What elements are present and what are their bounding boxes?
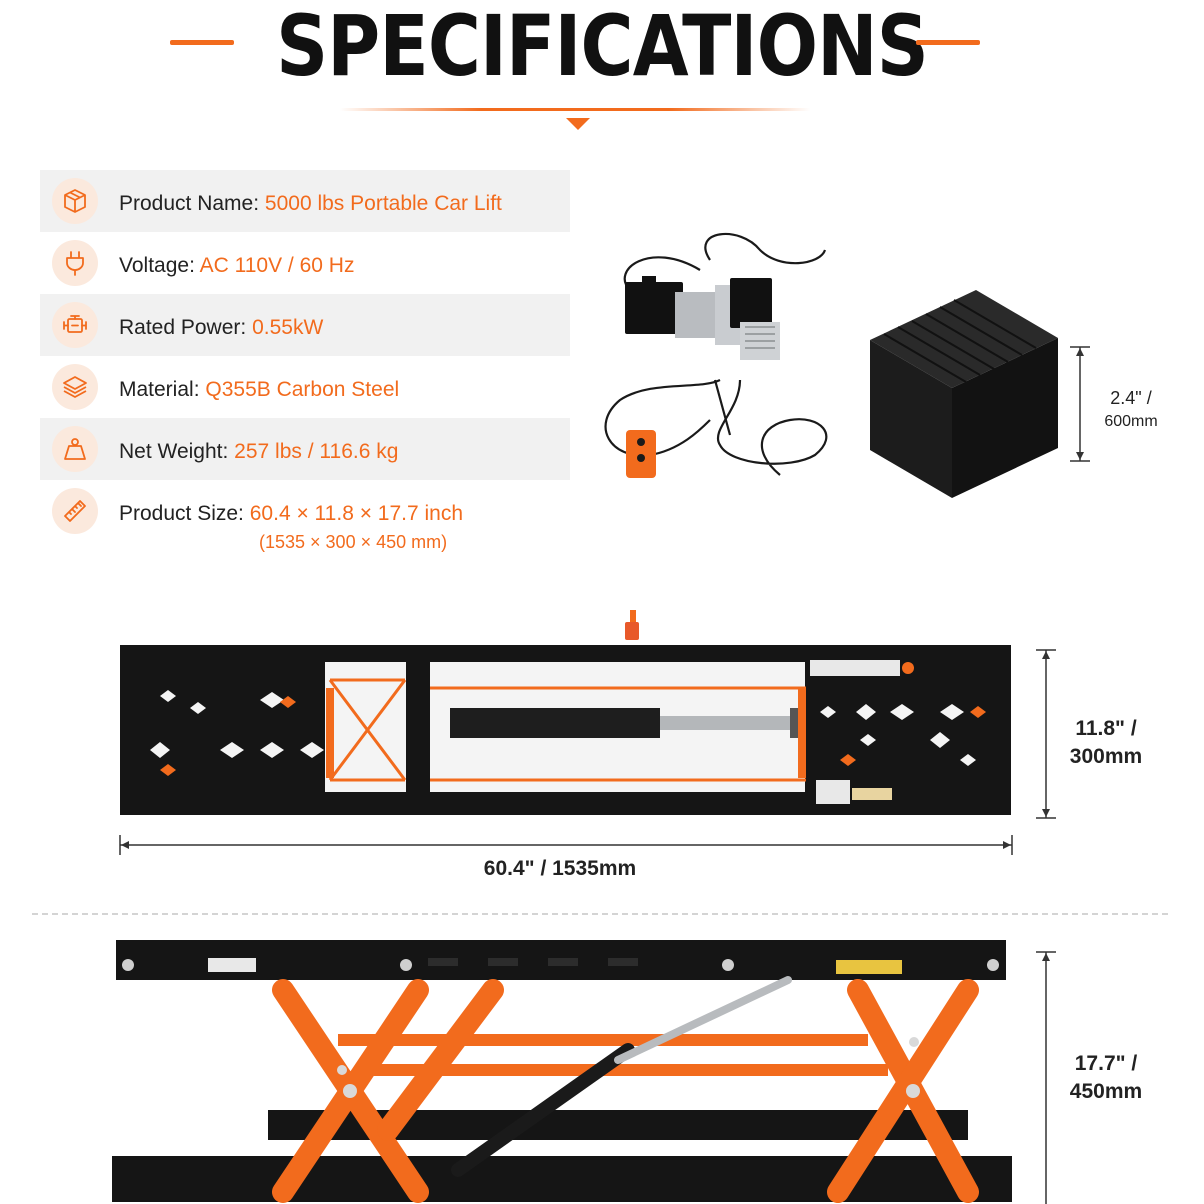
lift-width-label: 11.8" / 300mm	[1058, 715, 1154, 771]
spec-value: 0.55kW	[252, 316, 324, 339]
lift-height-dimension-line	[1036, 951, 1056, 1204]
ruler-icon	[52, 488, 98, 534]
lift-length-dimension-line	[119, 835, 1013, 855]
spec-sub-value: (1535 × 300 × 450 mm)	[259, 532, 448, 552]
plug-icon	[52, 240, 98, 286]
spec-value: 60.4 × 11.8 × 17.7 inch	[249, 502, 464, 525]
title-dash-left	[170, 40, 234, 45]
spec-label: Product Size:	[119, 502, 244, 525]
title-section: SPECIFICATIONS	[0, 0, 1204, 140]
spec-label: Material:	[119, 378, 200, 401]
spec-value: 257 lbs / 116.6 kg	[234, 440, 399, 463]
title-dash-right	[916, 40, 980, 45]
section-divider	[32, 913, 1168, 915]
spec-label: Rated Power:	[119, 316, 247, 339]
dim-text-line: 600mm	[1104, 413, 1158, 430]
spec-row-net-weight: Net Weight: 257 lbs / 116.6 kg	[40, 418, 570, 480]
spec-value: AC 110V / 60 Hz	[199, 254, 355, 277]
dim-text-line: 300mm	[1069, 745, 1143, 768]
layers-icon	[52, 364, 98, 410]
dim-text-line: 11.8" /	[1075, 717, 1137, 740]
lift-side-view-image	[108, 930, 1018, 1204]
lift-top-view-image	[120, 600, 1020, 830]
dim-text-line: 17.7" /	[1074, 1052, 1138, 1075]
page-title: SPECIFICATIONS	[276, 0, 929, 95]
weight-icon	[52, 426, 98, 472]
lift-width-dimension-line	[1036, 649, 1056, 819]
rubber-block-image	[866, 290, 1066, 500]
spec-label: Net Weight:	[119, 440, 229, 463]
spec-value: 5000 lbs Portable Car Lift	[264, 192, 502, 215]
hydraulic-pump-image	[590, 230, 840, 500]
block-height-dimension-line	[1070, 346, 1090, 462]
spec-list: Product Name: 5000 lbs Portable Car Lift…	[40, 170, 570, 552]
lift-height-label: 17.7" / 450mm	[1058, 1050, 1154, 1106]
lift-length-label: 60.4" / 1535mm	[483, 857, 637, 880]
box-icon	[52, 178, 98, 224]
block-height-label: 2.4" / 600mm	[1096, 386, 1166, 434]
down-pointer-icon	[566, 118, 590, 130]
spec-row-product-size: Product Size: 60.4 × 11.8 × 17.7 inch (1…	[40, 480, 570, 552]
spec-row-voltage: Voltage: AC 110V / 60 Hz	[40, 232, 570, 294]
motor-icon	[52, 302, 98, 348]
dim-text-line: 450mm	[1069, 1080, 1143, 1103]
spec-label: Voltage:	[119, 254, 195, 277]
spec-label: Product Name:	[119, 192, 260, 215]
spec-value: Q355B Carbon Steel	[205, 378, 400, 401]
spec-row-material: Material: Q355B Carbon Steel	[40, 356, 570, 418]
spec-row-product-name: Product Name: 5000 lbs Portable Car Lift	[40, 170, 570, 232]
title-underline	[340, 108, 810, 111]
dim-text-line: 2.4" /	[1110, 388, 1152, 408]
spec-row-rated-power: Rated Power: 0.55kW	[40, 294, 570, 356]
